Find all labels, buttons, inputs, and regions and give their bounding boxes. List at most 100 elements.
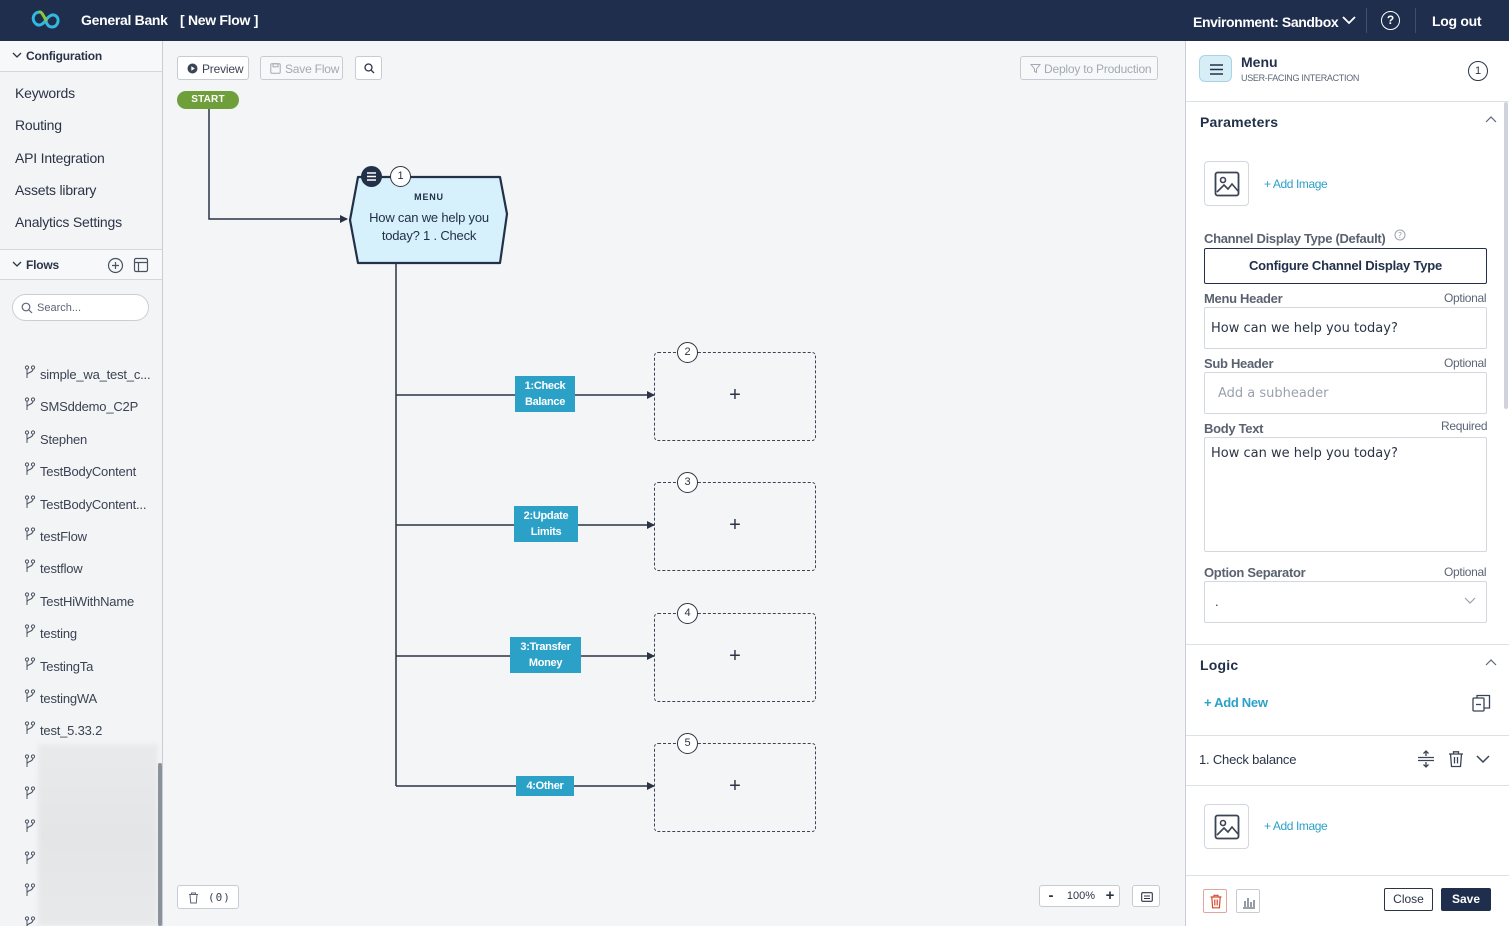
chevron-down-icon[interactable]	[1341, 13, 1357, 27]
menu-header-input[interactable]	[1204, 307, 1487, 349]
empty-node[interactable]: +	[654, 613, 816, 702]
fit-view-button[interactable]	[1132, 885, 1160, 907]
option-separator-select[interactable]: .	[1204, 581, 1487, 623]
copy-icon[interactable]	[1472, 694, 1491, 713]
chevron-up-icon[interactable]	[1485, 116, 1497, 124]
node-number-badge: 2	[677, 342, 698, 363]
panel-subtitle: USER-FACING INTERACTION	[1241, 73, 1359, 83]
image-placeholder[interactable]	[1204, 804, 1249, 849]
flow-list-item[interactable]: Stephen	[24, 430, 156, 450]
properties-panel: Menu USER-FACING INTERACTION 1 Parameter…	[1185, 41, 1509, 926]
menu-header-hint: Optional	[1444, 291, 1486, 305]
help-icon[interactable]: ?	[1394, 229, 1406, 241]
add-node-icon[interactable]: +	[655, 774, 815, 798]
flow-list-item[interactable]: TestingTa	[24, 657, 156, 677]
flow-search[interactable]	[12, 294, 149, 321]
flow-list-item[interactable]: testFlow	[24, 527, 156, 547]
help-icon[interactable]: ?	[1381, 11, 1400, 30]
save-button[interactable]: Save	[1441, 888, 1491, 911]
empty-node[interactable]: +	[654, 743, 816, 832]
chevron-down-icon[interactable]	[12, 260, 22, 268]
sidebar-item-keywords[interactable]: Keywords	[15, 85, 75, 101]
add-new-logic-button[interactable]: + Add New	[1204, 695, 1268, 710]
flow-list-item[interactable]: TestBodyContent...	[24, 495, 156, 515]
search-input[interactable]	[37, 300, 142, 316]
configure-channel-display-button[interactable]: Configure Channel Display Type	[1204, 248, 1487, 284]
add-image-link[interactable]: + Add Image	[1264, 177, 1327, 191]
branch-icon	[24, 721, 36, 735]
body-text-input[interactable]: How can we help you today?	[1204, 437, 1487, 552]
flow-name-label: testingWA	[40, 691, 156, 706]
flow-name-label: SMSddemo_C2P	[40, 399, 156, 414]
flow-name-label: testflow	[40, 561, 156, 576]
zoom-out-button[interactable]: -	[1043, 887, 1059, 905]
image-icon	[1214, 814, 1240, 840]
logic-item[interactable]: 1. Check balance	[1199, 752, 1296, 767]
branch-label[interactable]: 3:TransferMoney	[510, 637, 581, 673]
flow-name-label: testFlow	[40, 529, 156, 544]
blurred-content	[38, 744, 158, 926]
branch-label[interactable]: 1:CheckBalance	[515, 376, 575, 412]
menu-node[interactable]: MENU How can we help you today? 1 . Chec…	[348, 174, 510, 266]
logout-button[interactable]: Log out	[1432, 13, 1481, 29]
zoom-control: - 100% +	[1039, 885, 1120, 907]
brand-logo-icon	[30, 8, 62, 32]
branch-icon	[24, 365, 36, 379]
flow-list-item[interactable]: testflow	[24, 559, 156, 579]
sidebar-item-routing[interactable]: Routing	[15, 117, 62, 133]
divider	[1186, 785, 1509, 786]
panel-scrollbar[interactable]	[1504, 102, 1508, 409]
layout-icon[interactable]	[133, 257, 149, 273]
sidebar-item-assets-library[interactable]: Assets library	[15, 182, 96, 198]
search-icon	[21, 302, 33, 314]
chevron-up-icon[interactable]	[1485, 659, 1497, 667]
branch-icon	[24, 527, 36, 541]
flow-list-item[interactable]: testingWA	[24, 689, 156, 709]
image-placeholder[interactable]	[1204, 161, 1249, 206]
add-node-icon[interactable]: +	[655, 644, 815, 668]
flow-list-item[interactable]: TestHiWithName	[24, 592, 156, 612]
branch-label[interactable]: 2:UpdateLimits	[514, 506, 578, 542]
node-number-badge: 4	[677, 603, 698, 624]
flow-list-item[interactable]: SMSddemo_C2P	[24, 397, 156, 417]
environment-selector[interactable]: Environment: Sandbox	[1193, 14, 1338, 30]
sub-header-input[interactable]	[1204, 372, 1487, 414]
reorder-icon[interactable]	[1417, 750, 1435, 768]
flow-name-label: TestHiWithName	[40, 594, 156, 609]
flow-list-item[interactable]: simple_wa_test_c...	[24, 365, 156, 385]
flow-name[interactable]: [ New Flow ]	[180, 12, 258, 28]
flow-name-label: TestBodyContent...	[40, 497, 156, 512]
branch-label[interactable]: 4:Other	[516, 776, 574, 796]
add-image-link[interactable]: + Add Image	[1264, 819, 1327, 833]
sidebar-scrollbar[interactable]	[158, 763, 162, 926]
flow-canvas[interactable]: Preview Save Flow Deploy to Production S…	[163, 41, 1185, 926]
add-node-icon[interactable]: +	[655, 513, 815, 537]
chevron-down-icon[interactable]	[12, 51, 22, 59]
flow-list-item[interactable]: test_5.33.2	[24, 721, 156, 741]
empty-node[interactable]: +	[654, 482, 816, 571]
start-node[interactable]: START	[177, 91, 239, 109]
chevron-down-icon[interactable]	[1474, 750, 1492, 768]
trash-icon[interactable]	[1447, 750, 1465, 768]
flow-list-item[interactable]: testing	[24, 624, 156, 644]
image-icon	[1214, 171, 1240, 197]
flows-section-header[interactable]: Flows	[0, 249, 162, 280]
add-node-icon[interactable]: +	[655, 383, 815, 407]
trash-button[interactable]: (0)	[177, 885, 239, 909]
panel-header: Menu USER-FACING INTERACTION 1	[1186, 41, 1509, 102]
top-bar: General Bank [ New Flow ] Environment: S…	[0, 0, 1509, 41]
divider	[1366, 8, 1367, 33]
flow-list-item[interactable]: TestBodyContent	[24, 462, 156, 482]
svg-text:?: ?	[1398, 231, 1402, 240]
add-flow-icon[interactable]	[107, 257, 124, 274]
empty-node[interactable]: +	[654, 352, 816, 441]
delete-node-button[interactable]	[1203, 889, 1227, 913]
zoom-in-button[interactable]: +	[1102, 887, 1118, 905]
sidebar-item-analytics-settings[interactable]: Analytics Settings	[15, 214, 122, 230]
channel-display-label: Channel Display Type (Default)	[1204, 231, 1385, 246]
close-button[interactable]: Close	[1384, 888, 1433, 911]
analytics-button[interactable]	[1236, 889, 1260, 913]
configuration-section-header[interactable]: Configuration	[0, 41, 162, 72]
sub-header-label: Sub Header	[1204, 356, 1273, 371]
sidebar-item-api-integration[interactable]: API Integration	[15, 150, 105, 166]
